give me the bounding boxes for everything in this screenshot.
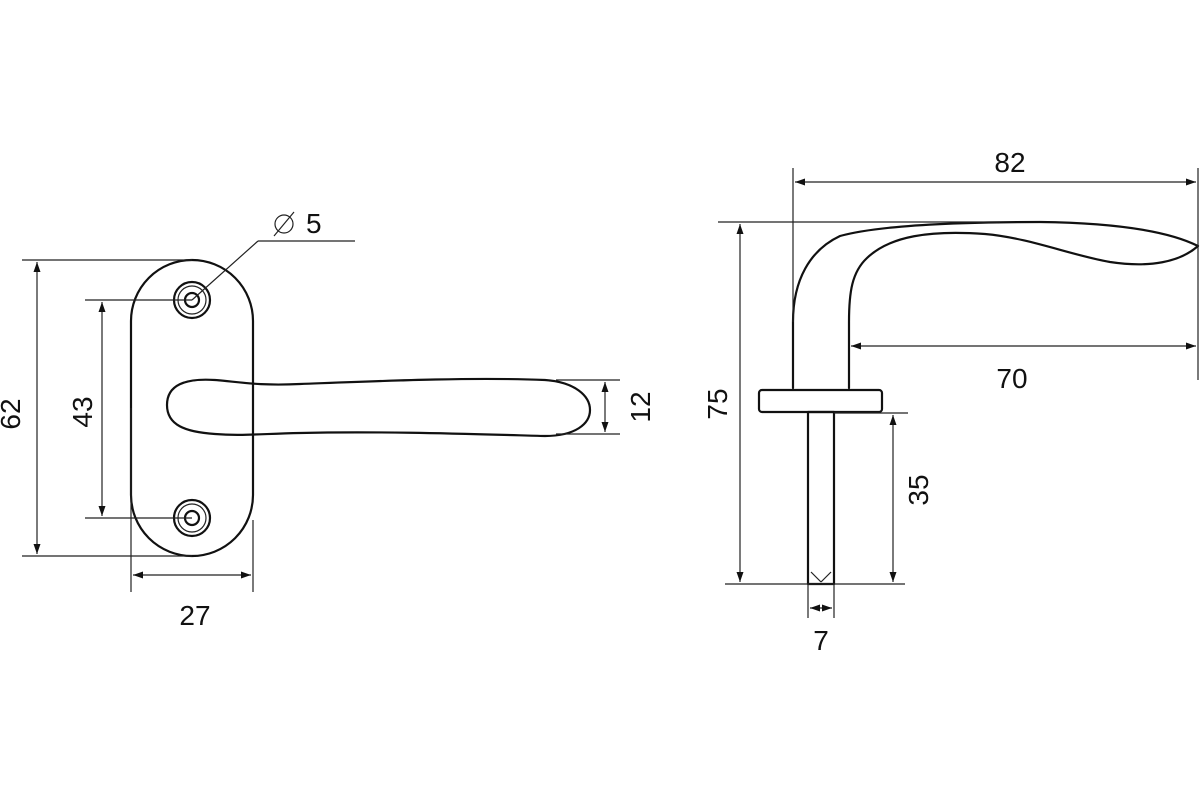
dim-hole-diameter: 5	[306, 208, 322, 239]
dim-spindle-width: 7	[813, 625, 829, 656]
side-view: 82 75 70 35 7	[702, 147, 1200, 656]
front-view: 5 62 43 12 27	[0, 208, 656, 631]
dim-handle-thickness: 12	[625, 391, 656, 422]
diameter-symbol-icon	[273, 211, 295, 237]
dim-plate-height: 62	[0, 398, 26, 429]
dim-lever-length: 70	[996, 363, 1027, 394]
rosette	[757, 388, 884, 414]
dim-spindle-length: 35	[903, 474, 934, 505]
dim-hole-spacing: 43	[67, 396, 98, 427]
spindle	[806, 410, 836, 586]
dim-plate-width: 27	[179, 600, 210, 631]
lever-side	[791, 220, 1200, 390]
dim-total-height: 75	[702, 388, 733, 419]
dim-total-length: 82	[994, 147, 1025, 178]
lever-front	[165, 377, 592, 438]
